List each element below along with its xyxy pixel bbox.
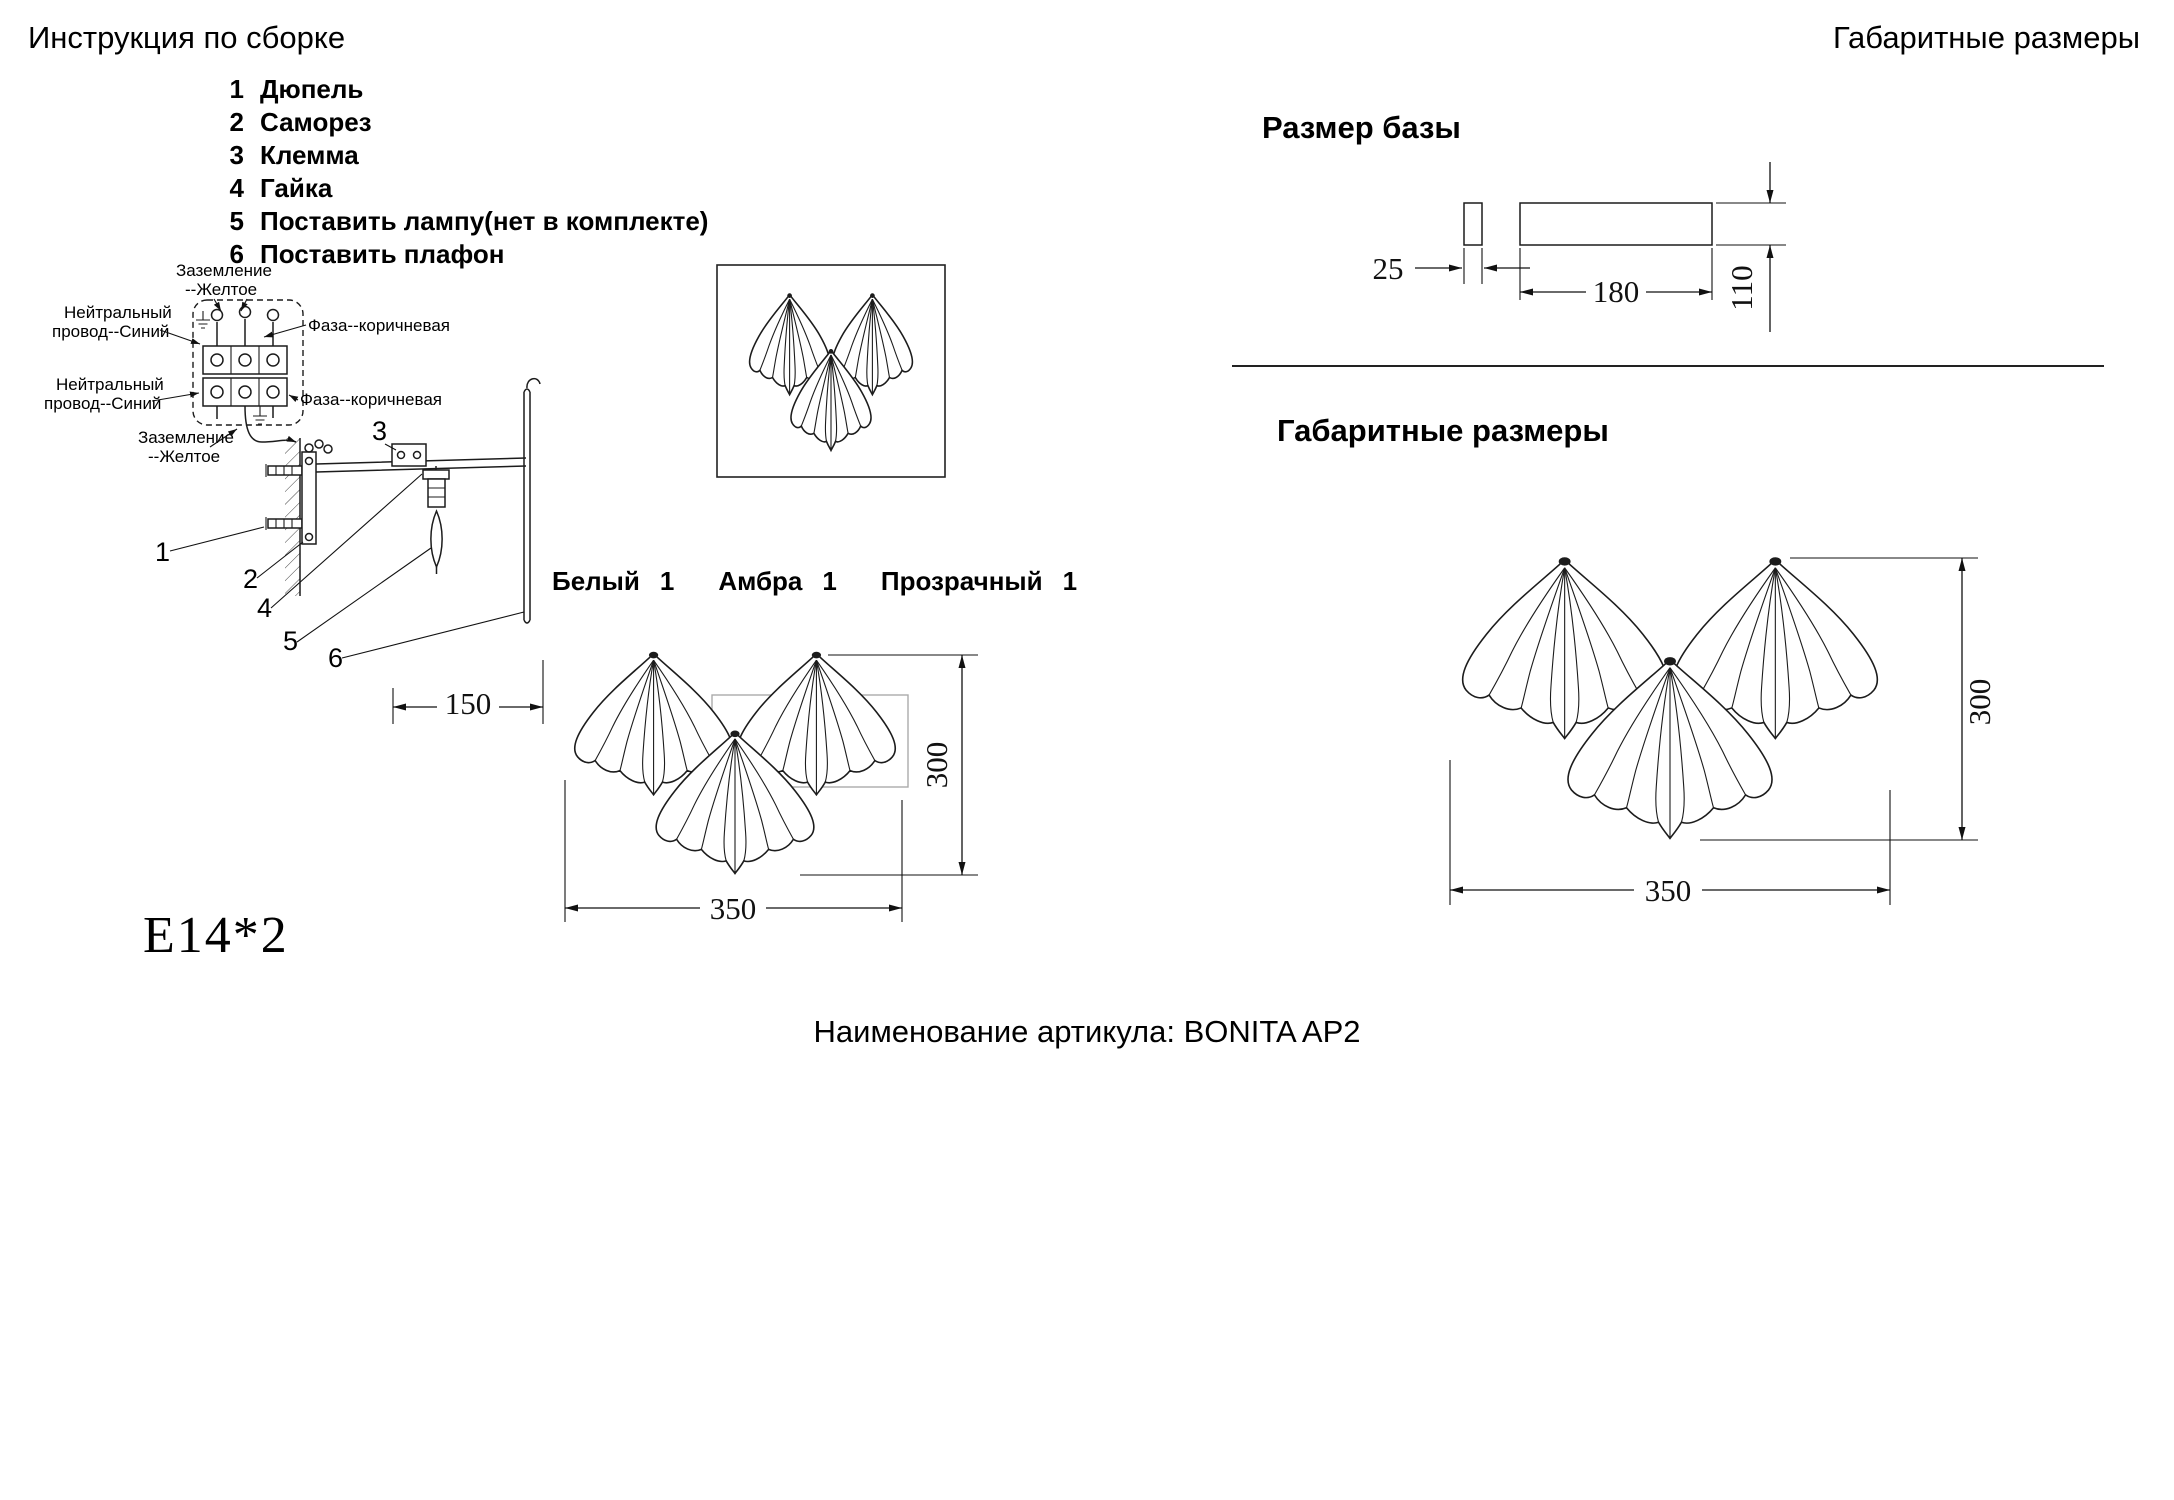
callout-4: 4 — [257, 593, 272, 623]
dim-wall-offset: 150 — [392, 660, 544, 724]
label-ground-bottom-2: --Желтое — [148, 447, 220, 466]
dim-25: 25 — [1373, 251, 1404, 286]
parts-list-item: 6 Поставить плафон — [218, 239, 708, 272]
label-phase-bottom: Фаза--коричневая — [300, 390, 442, 409]
label-ground-top-2: --Желтое — [185, 280, 257, 299]
dim-180: 180 — [1593, 274, 1640, 309]
page-title: Инструкция по сборке — [28, 20, 346, 55]
callout-2: 2 — [243, 564, 258, 594]
part-number: 2 — [229, 107, 244, 137]
cable-to-bracket — [244, 405, 297, 443]
shade-preview-box — [716, 264, 946, 478]
terminal-strip — [202, 345, 288, 375]
label-neutral-bottom-2: провод--Синий — [44, 394, 161, 413]
part-label: Саморез — [260, 107, 372, 137]
shade-color-item: Белый 1 — [552, 566, 674, 597]
label-neutral-top-2: провод--Синий — [52, 322, 169, 341]
callout-6: 6 — [328, 643, 343, 673]
dowel — [265, 464, 303, 477]
parts-list-item: 1 Дюпель — [218, 74, 708, 107]
dim-110: 110 — [1724, 265, 1759, 310]
earth-symbol — [196, 311, 210, 329]
shade-color-count: 1 — [659, 566, 675, 596]
earth-symbol — [253, 406, 267, 425]
part-number: 3 — [229, 140, 244, 170]
shade-color-count: 1 — [822, 566, 837, 596]
preview-frame — [716, 264, 946, 478]
right-lamp-drawing: 300 350 — [1449, 557, 1997, 908]
lamp-socket — [422, 466, 450, 574]
dim-lamp-height-right: 300 — [1700, 557, 1997, 841]
wiring-diagram: Заземление --Желтое Нейтральный провод--… — [44, 261, 450, 466]
part-label: Поставить плафон — [260, 239, 505, 269]
dim-150: 150 — [445, 686, 492, 721]
overall-size-title: Габаритные размеры — [1277, 413, 1609, 448]
part-label: Поставить лампу(нет в комплекте) — [260, 206, 709, 236]
label-phase-top: Фаза--коричневая — [308, 316, 450, 335]
parts-list-item: 2 Саморез — [218, 107, 708, 140]
label-neutral-bottom: Нейтральный — [56, 375, 164, 394]
dim-base-inner: 25 — [1373, 248, 1530, 286]
part-number: 1 — [229, 74, 244, 104]
terminal-block — [391, 443, 427, 467]
base-front-rect — [1519, 202, 1713, 246]
candle-bulb — [430, 509, 443, 569]
shade-color-count: 1 — [1062, 566, 1078, 596]
shade-color-item: Прозрачный 1 — [881, 566, 1077, 597]
shade-colors-line: Белый 1 Амбра 1 Прозрачный 1 — [552, 566, 1077, 597]
base-size-title: Размер базы — [1262, 110, 1461, 145]
wire-connector — [314, 439, 324, 449]
parts-list-item: 4 Гайка — [218, 173, 708, 206]
dim-base-height: 110 — [1716, 162, 1786, 332]
shade-color-name: Прозрачный — [880, 566, 1043, 596]
mounting-plate — [301, 451, 317, 545]
label-neutral-top: Нейтральный — [64, 303, 172, 322]
part-number: 6 — [229, 239, 244, 269]
assembly-drawing: 1 2 3 4 5 6 — [155, 377, 541, 673]
leaf-cluster-right — [1463, 557, 1878, 838]
wire-connector — [304, 443, 314, 453]
callout-5: 5 — [283, 626, 298, 656]
base-side-rect — [1463, 202, 1483, 246]
label-ground-top: Заземление — [176, 261, 272, 280]
callout-leaders — [169, 443, 525, 659]
base-size-drawing: 25 180 110 — [1373, 162, 1786, 332]
callout-1: 1 — [155, 537, 170, 567]
shade-color-item: Амбра 1 — [718, 566, 837, 597]
shade-color-name: Амбра — [718, 566, 803, 596]
part-label: Гайка — [260, 173, 333, 203]
leaf-cluster-left — [575, 652, 896, 874]
dim-300-right: 300 — [1962, 679, 1997, 726]
dim-350: 350 — [710, 891, 757, 926]
socket-type-label: E14*2 — [143, 907, 289, 964]
dim-base-width: 180 — [1519, 248, 1713, 309]
leaf-cluster-small — [750, 293, 913, 450]
part-label: Клемма — [260, 140, 359, 170]
dim-lamp-height: 300 — [800, 654, 978, 876]
part-label: Дюпель — [260, 74, 364, 104]
dim-300: 300 — [919, 742, 954, 789]
wall-hatch — [285, 438, 300, 596]
dim-lamp-width: 350 — [564, 780, 903, 926]
part-number: 4 — [229, 173, 244, 203]
parts-list-item: 5 Поставить лампу(нет в комплекте) — [218, 206, 709, 239]
parts-list-item: 3 Клемма — [218, 140, 708, 173]
label-ground-bottom: Заземление — [138, 428, 234, 447]
plafon-rod — [523, 377, 541, 624]
callout-3: 3 — [372, 416, 387, 446]
dim-350-right: 350 — [1645, 873, 1692, 908]
part-number: 5 — [229, 206, 244, 236]
left-lamp-drawing: 150 300 350 — [392, 652, 978, 926]
shade-color-name: Белый — [552, 566, 640, 596]
article-name: Наименование артикула: BONITA AP2 — [813, 1014, 1361, 1049]
terminal-strip — [202, 377, 288, 407]
parts-list: 1 Дюпель 2 Саморез 3 Клемма 4 Гайка 5 По… — [218, 74, 709, 272]
wire-connector — [323, 444, 333, 454]
wiring-box — [192, 299, 304, 426]
dimensions-title: Габаритные размеры — [1832, 20, 2140, 55]
dowel — [265, 517, 303, 530]
dim-lamp-width-right: 350 — [1449, 760, 1891, 908]
